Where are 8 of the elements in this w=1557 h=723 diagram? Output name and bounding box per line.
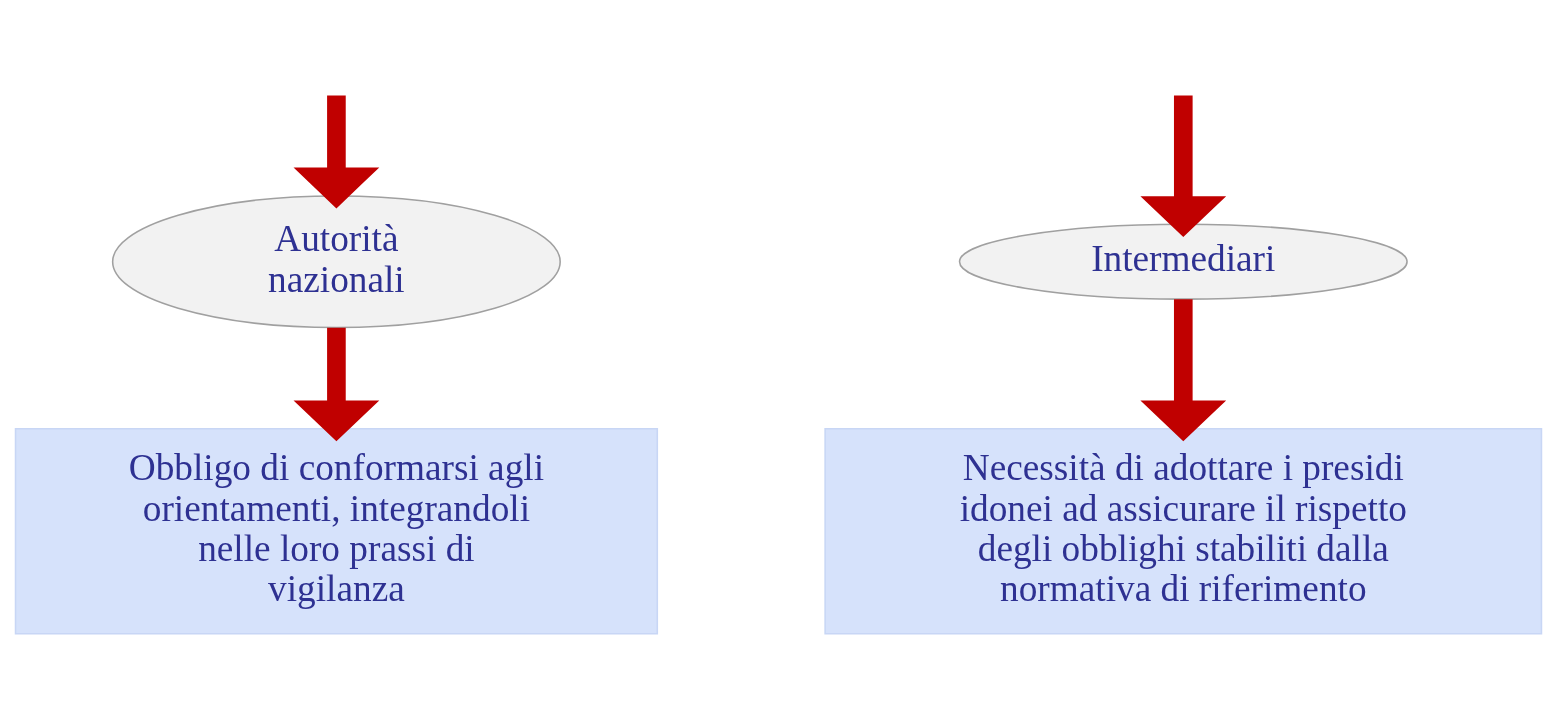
- arrow: [1140, 95, 1227, 237]
- arrow: [1140, 299, 1227, 442]
- arrow: [293, 327, 380, 442]
- arrow: [293, 95, 380, 209]
- node-box: Necessità di adottare i presidi idonei ad assicurare il rispetto degli obblighi stabiliti dalla normativa di riferimento: [824, 427, 1543, 635]
- node-ellipse: Autorità nazionali: [111, 195, 561, 329]
- node-box: Obbligo di conformarsi agli orientamenti, integrandoli nelle loro prassi di vigilanza: [14, 427, 659, 635]
- node-ellipse: Intermediari: [958, 223, 1408, 300]
